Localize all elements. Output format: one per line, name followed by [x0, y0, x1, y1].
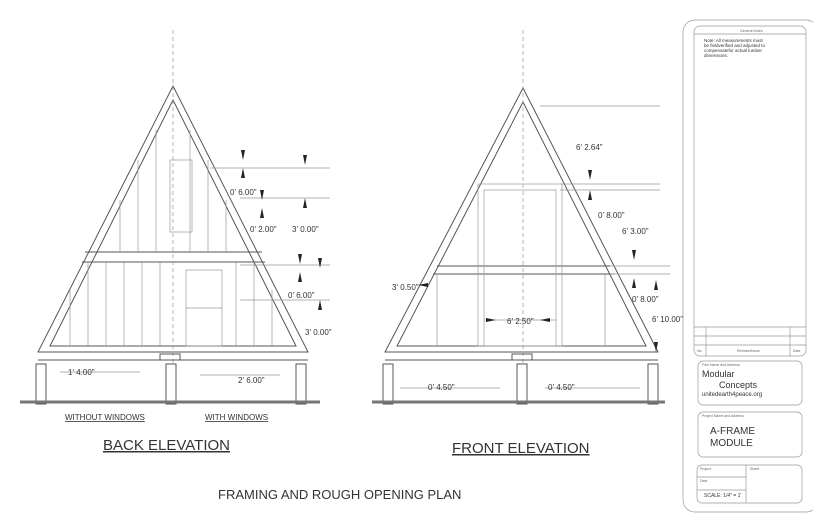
front-dim-5: 0' 8.00"	[632, 295, 659, 304]
front-dim-3: 6' 3.00"	[622, 227, 649, 236]
general-note: Note: All measurements must be fieldveri…	[704, 38, 766, 58]
front-elevation-drawing: 6' 2.64" 0' 8.00" 6' 3.00" 3' 0.50" 0' 8…	[372, 30, 683, 457]
firm-name-line1: Modular	[702, 369, 735, 379]
revision-col-date: Date	[793, 349, 800, 353]
date-label: Date	[700, 479, 707, 483]
back-dim-6: 1' 4.00"	[68, 368, 95, 377]
back-dim-5: 3' 0.00"	[305, 328, 332, 337]
firm-header: Firm Name and Address	[702, 363, 740, 367]
front-dim-1: 6' 2.64"	[576, 143, 603, 152]
label-without-windows: WITHOUT WINDOWS	[65, 413, 145, 422]
back-dim-3: 3' 0.00"	[292, 225, 319, 234]
scale-label: SCALE: 1/4" = 1'	[704, 493, 741, 499]
back-dim-4: 0' 6.00"	[288, 291, 315, 300]
project-label: Project	[700, 467, 711, 471]
front-dim-6: 6' 2.50"	[507, 317, 534, 326]
label-with-windows: WITH WINDOWS	[205, 413, 268, 422]
back-dim-2: 0' 2.00"	[250, 225, 277, 234]
sheet-label: Sheet	[750, 467, 759, 471]
front-dim-8: 0' 4.50"	[428, 383, 455, 392]
front-dim-7: 6' 10.00"	[652, 315, 683, 324]
front-elevation-title: FRONT ELEVATION	[452, 440, 590, 457]
front-dim-2: 0' 8.00"	[598, 211, 625, 220]
back-dim-1: 0' 6.00"	[230, 188, 257, 197]
notes-header: General Notes	[740, 29, 763, 33]
back-dim-7: 2' 6.00"	[238, 376, 265, 385]
project-name-line1: A-FRAME	[710, 426, 755, 437]
plan-title: FRAMING AND ROUGH OPENING PLAN	[218, 487, 461, 502]
project-header: Project Name and Address	[702, 414, 744, 418]
title-block: General Notes Note: All measurements mus…	[682, 19, 813, 513]
firm-name-line2: Concepts	[719, 380, 758, 390]
back-elevation-title: BACK ELEVATION	[103, 437, 230, 454]
front-dim-4: 3' 0.50"	[392, 283, 419, 292]
front-dim-9: 0' 4.50"	[548, 383, 575, 392]
revision-col-no: No.	[697, 349, 702, 353]
firm-url: unitedearth4peace.org	[702, 392, 762, 398]
revision-col-issue: Revision/Issue	[737, 349, 760, 353]
project-name-line2: MODULE	[710, 438, 753, 449]
back-elevation-drawing: 0' 6.00" 0' 2.00" 3' 0.00" 0' 6.00" 3' 0…	[20, 30, 332, 454]
